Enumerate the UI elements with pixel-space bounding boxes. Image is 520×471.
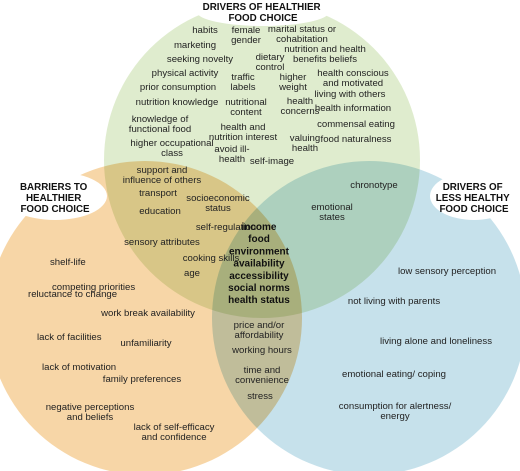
barrier-label-4: lack of facilities bbox=[37, 332, 102, 343]
healthier-only-label-6: seeking novelty bbox=[167, 54, 233, 65]
header-ellipse-healthier bbox=[197, 0, 329, 26]
circle-barriers bbox=[0, 161, 302, 471]
healthier-only-label-16: health information bbox=[315, 103, 391, 114]
less-only-label-2: living alone and loneliness bbox=[380, 336, 492, 347]
header-healthier: DRIVERS OF HEALTHIER FOOD CHOICE bbox=[203, 2, 324, 24]
healthier-less-label-0: chronotype bbox=[350, 180, 397, 191]
healthier-only-label-21: food naturalness bbox=[321, 134, 392, 145]
less-only-label-1: not living with parents bbox=[348, 296, 440, 307]
healthier-only-label-19: commensal eating bbox=[317, 119, 395, 130]
barrier-label-1: competing priorities bbox=[52, 282, 135, 293]
barrier-label-6: lack of motivation bbox=[42, 362, 116, 373]
header-ellipse-less-healthy bbox=[430, 172, 518, 220]
healthier-barriers-label-4: self-regulation bbox=[196, 222, 256, 233]
healthier-only-label-23: avoid ill-health bbox=[214, 144, 249, 165]
healthier-only-label-3: marketing bbox=[174, 40, 216, 51]
healthier-only-label-0: habits bbox=[192, 25, 218, 36]
healthier-barriers-label-7: age bbox=[184, 268, 200, 279]
healthier-only-label-7: physical activity bbox=[152, 68, 219, 79]
healthier-barriers-label-6: cooking skills bbox=[183, 253, 240, 264]
less-only-label-3: emotional eating/ coping bbox=[342, 369, 446, 380]
barrier-label-7: family preferences bbox=[103, 374, 182, 385]
healthier-only-label-24: self-image bbox=[250, 156, 294, 167]
healthier-only-label-12: living with others bbox=[315, 89, 386, 100]
barriers-less-label-1: working hours bbox=[231, 345, 292, 356]
barriers-less-label-3: stress bbox=[247, 391, 273, 402]
barrier-label-2: reluctance to change bbox=[28, 289, 117, 300]
less-only-label-4: consumption for alertness/energy bbox=[339, 401, 452, 422]
healthier-barriers-label-1: transport bbox=[139, 188, 177, 199]
barrier-label-0: shelf-life bbox=[50, 257, 86, 268]
barrier-label-5: unfamiliarity bbox=[120, 338, 171, 349]
healthier-only-label-11: prior consumption bbox=[140, 82, 216, 93]
header-less-healthy: DRIVERS OF LESS HEALTHY FOOD CHOICE bbox=[436, 182, 512, 215]
header-ellipse-barriers bbox=[3, 172, 107, 220]
circle-less-healthy bbox=[212, 161, 520, 471]
header-barriers: BARRIERS TO HEALTHIER FOOD CHOICE bbox=[20, 182, 90, 215]
healthier-barriers-label-3: education bbox=[139, 206, 181, 217]
healthier-barriers-label-5: sensory attributes bbox=[124, 237, 200, 248]
barrier-label-3: work break availability bbox=[100, 308, 195, 319]
healthier-only-label-13: nutrition knowledge bbox=[136, 97, 219, 108]
less-only-label-0: low sensory perception bbox=[398, 266, 496, 277]
